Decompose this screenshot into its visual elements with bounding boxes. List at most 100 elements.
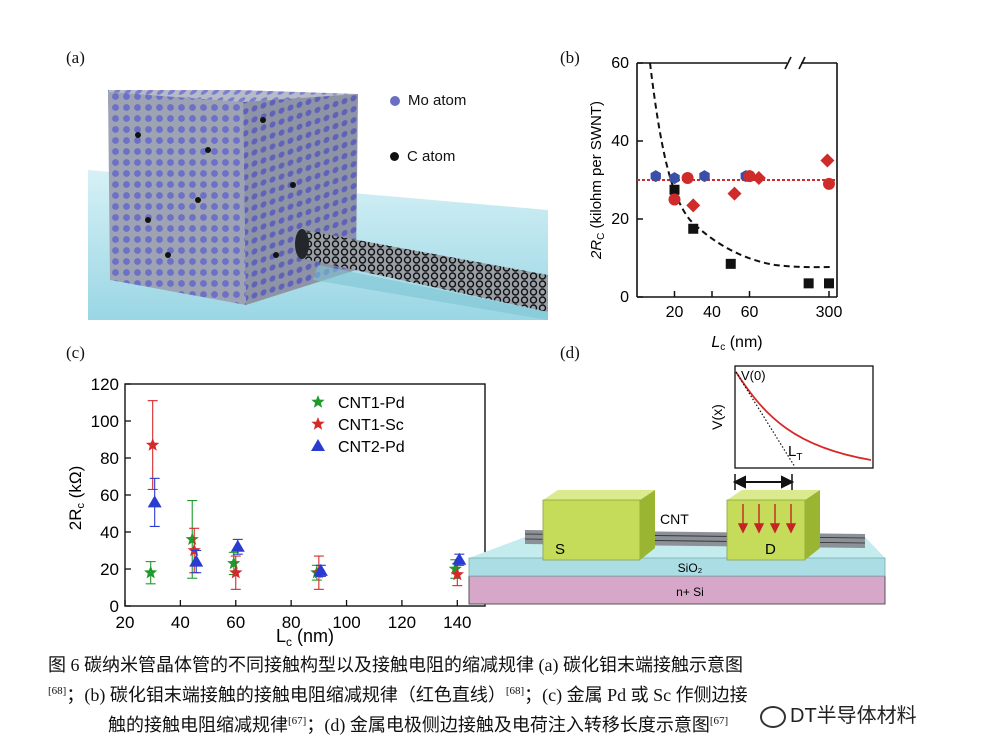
inset-curve: [735, 371, 872, 461]
chart-b-ytick-label: 40: [611, 133, 629, 150]
chart-b-circle-point: [743, 170, 756, 183]
mo2c-cube-front: [108, 92, 246, 305]
chart-c-triangle-point: [452, 552, 467, 565]
chart-b-diamond-point: [751, 171, 766, 186]
chart-b-xtick-label: 60: [741, 304, 759, 321]
chart-b-diamond-point: [686, 198, 701, 213]
chart-b-hexagon-point: [650, 170, 661, 183]
chart-c-ytick-label: 20: [100, 560, 119, 579]
chart-b-diamond-point: [727, 186, 742, 201]
caption-line-3-text: 触的接触电阻缩减规律: [108, 715, 288, 735]
inset-v0: V(0): [741, 368, 766, 383]
chart-b-circle-point: [681, 172, 694, 185]
caption-ref-67b: [67]: [709, 715, 729, 727]
chart-b-fit-curve: [649, 62, 834, 269]
caption-line-3: 触的接触电阻缩减规律[67]；(d) 金属电极侧边接触及电荷注入转移长度示意图[…: [108, 710, 728, 740]
chart-b-circle-point: [823, 177, 835, 190]
legend-mo-atom: Mo atom: [390, 92, 466, 109]
chart-b-square-point: [803, 278, 814, 289]
chart-c-xtick-label: 20: [116, 613, 135, 632]
chart-c-ytick-label: 100: [91, 412, 119, 431]
chart-c-triangle-point: [313, 563, 328, 576]
cnt-label: CNT: [660, 511, 689, 527]
chart-c-xtick-label: 40: [171, 613, 190, 632]
panel-b-label: (b): [560, 48, 580, 67]
panel-c-label: (c): [66, 343, 85, 362]
chart-b-xtick-label: 300: [816, 304, 843, 321]
chart-c-star-point: [146, 438, 160, 451]
chart-c-ytick-label: 80: [100, 449, 119, 468]
chart-b-xticks: 20 40 60 300: [666, 291, 843, 321]
caption-ref-67a: [67]: [288, 715, 307, 727]
drain-label: D: [765, 541, 776, 558]
caption-ref-68b: [68]: [505, 685, 525, 697]
caption-line-3-mid: ；(d) 金属电极侧边接触及电荷注入转移长度示意图: [306, 715, 710, 735]
chart-c-star-point: [450, 567, 464, 581]
c-atom-label: C atom: [407, 148, 456, 165]
caption-line-2: [68]；(b) 碳化钼末端接触的接触电阻缩减规律（红色直线）[68]；(c) …: [48, 680, 748, 710]
chart-b-diamond-point: [820, 153, 835, 168]
chart-c-legend-marker: [311, 395, 325, 408]
chart-c-legend-label: CNT1-Sc: [338, 417, 404, 434]
chart-b-square-point: [669, 184, 680, 195]
chart-b-xtick-label: 40: [703, 304, 721, 321]
chart-c-star-point: [227, 556, 241, 570]
source-side: [640, 490, 655, 560]
chart-c-ytick-label: 120: [91, 375, 119, 394]
chart-b-circle-point: [668, 193, 681, 206]
chart-b-hexagon-point: [669, 172, 680, 185]
chart-c-star-point: [185, 532, 199, 546]
panel-a-illustration: [88, 90, 548, 320]
si-label: n+ Si: [676, 585, 704, 599]
chart-c-yticks: 0 20 40 60 80 100 120: [91, 375, 131, 616]
caption-ref-68a: [68]: [48, 685, 67, 697]
chart-c-star-point: [187, 543, 201, 557]
drain-top: [727, 490, 820, 500]
carbon-nanotube: [295, 229, 548, 312]
chart-b-square-point: [688, 223, 699, 234]
chart-c-xlabel: Lc (nm): [276, 626, 334, 649]
chart-c-ytick-label: 60: [100, 486, 119, 505]
watermark-text: DT半导体材料: [790, 705, 917, 727]
chart-c-ytick-label: 40: [100, 523, 119, 542]
caption-line-2-tail: ；(c) 金属 Pd 或 Sc 作侧边接: [524, 685, 748, 705]
chart-c-legend-label: CNT2-Pd: [338, 439, 405, 456]
lt-arrow: [732, 474, 795, 490]
inset-plot: V(0) V(x) LT: [709, 365, 874, 469]
chart-b-ytick-label: 60: [611, 55, 629, 72]
chart-b-square-point: [824, 278, 834, 289]
legend-c-atom: C atom: [390, 148, 455, 165]
chart-b-ytick-label: 0: [620, 289, 629, 306]
chart-c-star-point: [448, 562, 462, 575]
chart-c-legend-label: CNT1-Pd: [338, 395, 405, 412]
chart-b-points: [650, 153, 835, 289]
chart-c-star-point: [144, 565, 158, 579]
panel-a-label: (a): [66, 48, 85, 67]
caption-line-2-text: ；(b) 碳化钼末端接触的接触电阻缩减规律（红色直线）: [66, 685, 506, 705]
chart-c-legend-marker: [311, 417, 325, 430]
chart-c-xtick-label: 100: [332, 613, 360, 632]
drain-side: [805, 490, 820, 560]
chart-b-ytick-label: 20: [611, 211, 629, 228]
chart-b-xtick-label: 20: [666, 304, 684, 321]
panel-d-schematic: V(0) V(x) LT SiO₂ n+ Si CNT S D: [468, 365, 886, 605]
source-label: S: [555, 541, 565, 558]
chart-c-xtick-label: 60: [226, 613, 245, 632]
chart-c-ytick-label: 0: [110, 597, 119, 616]
inset-ylabel: V(x): [709, 404, 725, 430]
chart-b-axes: [636, 56, 838, 298]
chart-b-yticks: 0 20 40 60: [611, 55, 643, 306]
chart-c-frame: [124, 383, 486, 607]
sio2-label: SiO₂: [678, 561, 703, 575]
wechat-icon: [760, 705, 786, 728]
chart-b-hexagon-point: [699, 170, 710, 183]
injection-arrows: [737, 504, 797, 534]
chart-b-xlabel: Lc (nm): [711, 334, 762, 353]
chart-c-xtick-label: 80: [282, 613, 301, 632]
chart-c-triangle-point: [147, 495, 162, 508]
inset-lt: LT: [788, 443, 802, 463]
chart-c-points: [144, 400, 467, 590]
